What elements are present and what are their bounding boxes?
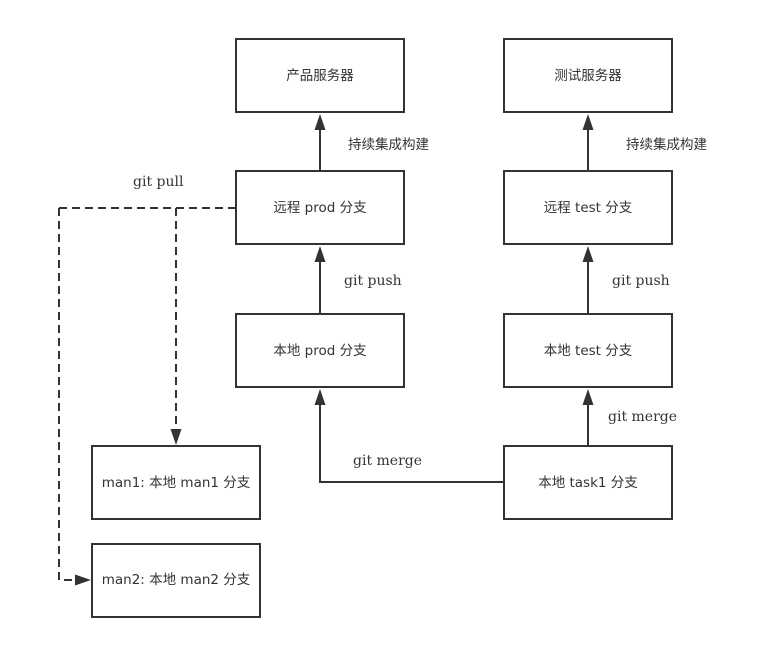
node-local-test-label: 本地 test 分支	[544, 343, 633, 359]
node-man2: man2: 本地 man2 分支	[91, 543, 261, 618]
edge-merge-test-label: git merge	[608, 409, 677, 425]
edge-merge-prod-label: git merge	[353, 453, 422, 469]
arrow-up-icon	[314, 114, 326, 130]
node-remote-test: 远程 test 分支	[503, 170, 673, 245]
node-remote-test-label: 远程 test 分支	[544, 200, 633, 216]
arrow-right-icon	[75, 574, 91, 586]
edge-push-test: git push	[582, 246, 670, 314]
node-man1: man1: 本地 man1 分支	[91, 445, 261, 520]
edge-ci-test-label: 持续集成构建	[626, 137, 707, 153]
node-remote-prod: 远程 prod 分支	[235, 170, 405, 245]
node-prod-server: 产品服务器	[235, 38, 405, 113]
edge-merge-prod: git merge	[314, 389, 504, 483]
edge-merge-test: git merge	[582, 389, 677, 446]
edge-push-prod: git push	[314, 246, 402, 314]
node-prod-server-label: 产品服务器	[286, 68, 354, 84]
edge-ci-test: 持续集成构建	[582, 114, 707, 171]
edge-push-prod-label: git push	[344, 273, 402, 289]
edge-git-pull: git pull	[58, 174, 236, 586]
arrow-up-icon	[314, 246, 326, 262]
node-local-test: 本地 test 分支	[503, 313, 673, 388]
arrow-up-icon	[314, 389, 326, 405]
node-task1: 本地 task1 分支	[503, 445, 673, 520]
edge-push-test-label: git push	[612, 273, 670, 289]
edge-git-pull-label: git pull	[133, 174, 184, 190]
node-man2-label: man2: 本地 man2 分支	[102, 572, 251, 588]
edge-ci-prod: 持续集成构建	[314, 114, 429, 171]
arrow-up-icon	[582, 389, 594, 405]
arrow-up-icon	[582, 246, 594, 262]
node-local-prod: 本地 prod 分支	[235, 313, 405, 388]
node-test-server: 测试服务器	[503, 38, 673, 113]
node-local-prod-label: 本地 prod 分支	[273, 343, 367, 359]
edge-ci-prod-label: 持续集成构建	[348, 137, 429, 153]
arrow-up-icon	[582, 114, 594, 130]
node-remote-prod-label: 远程 prod 分支	[273, 200, 367, 216]
node-test-server-label: 测试服务器	[554, 68, 622, 84]
node-task1-label: 本地 task1 分支	[538, 475, 638, 491]
node-man1-label: man1: 本地 man1 分支	[102, 475, 251, 491]
arrow-down-icon	[170, 429, 182, 445]
